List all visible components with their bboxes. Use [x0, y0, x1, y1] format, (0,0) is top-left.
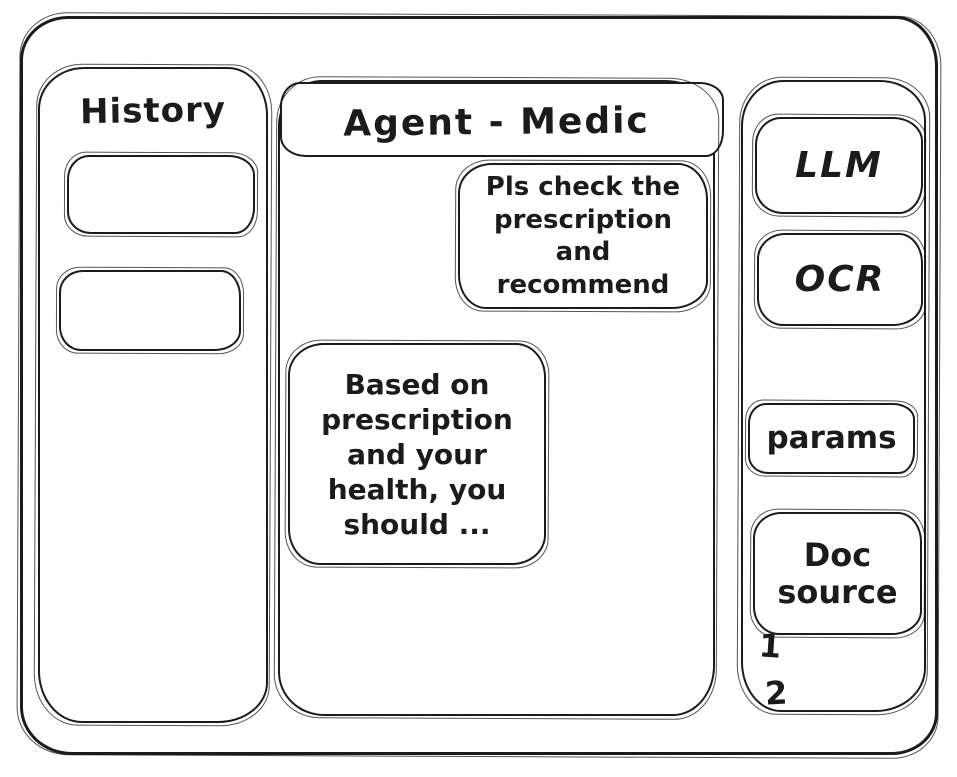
user-message-text: Pls check the prescription and recommend	[485, 172, 681, 300]
user-message-bubble: Pls check the prescription and recommend	[458, 163, 708, 309]
message-input[interactable]	[280, 82, 724, 157]
chat-title: Agent - Medic	[342, 100, 651, 145]
ocr-button[interactable]: OCR	[757, 233, 923, 326]
history-item[interactable]	[67, 155, 255, 234]
chat-panel: Agent - Medic Pls check the prescription…	[278, 80, 724, 716]
history-title: History	[79, 89, 227, 133]
app-window: History Agent - Medic Pls check the pres…	[20, 16, 938, 755]
params-button[interactable]: params	[748, 403, 915, 474]
history-item[interactable]	[59, 270, 241, 351]
history-panel: History	[38, 67, 268, 723]
tools-panel: LLM OCR params Doc source 1 2	[741, 80, 926, 713]
agent-message-bubble: Based on prescription and your health, y…	[288, 343, 546, 565]
agent-message-text: Based on prescription and your health, y…	[321, 367, 513, 541]
doc-source-item-1[interactable]: 1	[757, 626, 783, 666]
doc-source-item-2[interactable]: 2	[764, 673, 789, 713]
llm-button[interactable]: LLM	[755, 117, 923, 214]
doc-source-button[interactable]: Doc source	[753, 512, 922, 635]
